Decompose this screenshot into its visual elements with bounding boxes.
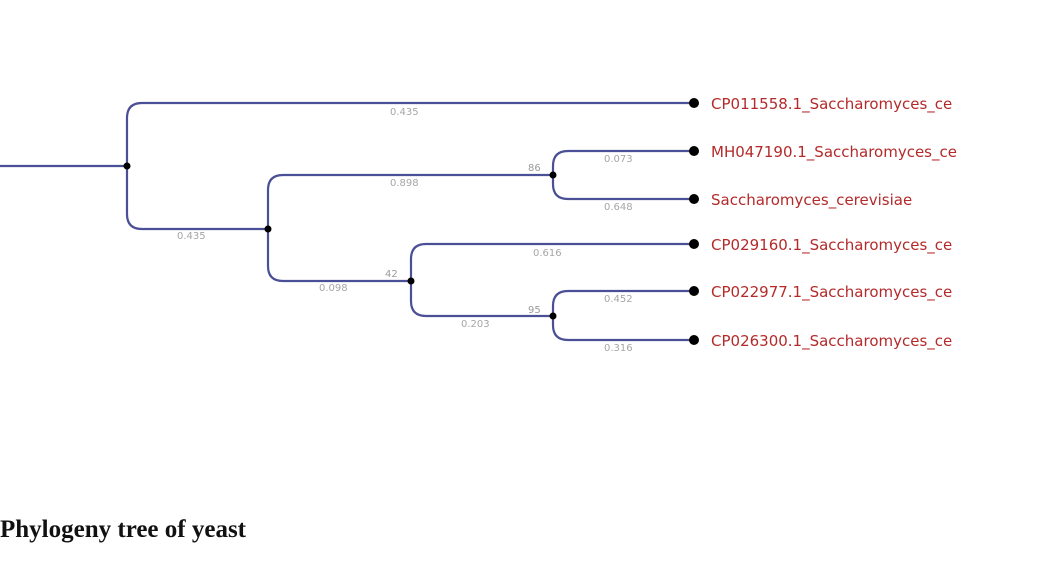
branch-length-leaf-1: 0.435	[390, 107, 419, 118]
branch-leaf-1	[125, 101, 696, 168]
node-clade-d	[549, 312, 557, 320]
leaf-marker-4	[689, 239, 699, 249]
support-clade-c: 42	[385, 269, 398, 280]
branch-leaf-5	[551, 289, 696, 318]
branch-length-leaf-6: 0.316	[604, 343, 633, 354]
leaf-label-5: CP022977.1_Saccharomyces_ce	[711, 283, 952, 302]
branch-leaf-2	[551, 149, 696, 177]
branch-length-clade-a: 0.435	[177, 231, 206, 242]
branch-length-leaf-5: 0.452	[604, 294, 633, 305]
branch-length-leaf-4: 0.616	[533, 248, 562, 259]
leaf-marker-2	[689, 146, 699, 156]
leaf-label-1: CP011558.1_Saccharomyces_ce	[711, 95, 952, 114]
leaf-label-3: Saccharomyces_cerevisiae	[711, 191, 912, 210]
leaf-label-6: CP026300.1_Saccharomyces_ce	[711, 332, 952, 351]
branch-clade-d	[409, 279, 555, 318]
support-clade-d: 95	[528, 305, 541, 316]
leaf-marker-6	[689, 335, 699, 345]
leaf-label-4: CP029160.1_Saccharomyces_ce	[711, 236, 952, 255]
branch-clade-a	[125, 164, 270, 231]
support-clade-b: 86	[528, 163, 541, 174]
branch-length-clade-c: 0.098	[319, 283, 348, 294]
branch-leaf-4	[409, 242, 696, 283]
leaf-marker-3	[689, 194, 699, 204]
branch-length-clade-d: 0.203	[461, 319, 490, 330]
node-clade-b	[549, 171, 557, 179]
branch-leaf-6	[551, 314, 696, 342]
leaf-label-2: MH047190.1_Saccharomyces_ce	[711, 143, 957, 162]
node-root	[123, 162, 131, 170]
leaf-marker-1	[689, 98, 699, 108]
figure-caption: Phylogeny tree of yeast	[0, 516, 247, 543]
node-clade-a	[264, 225, 272, 233]
node-clade-c	[407, 277, 415, 285]
leaf-marker-5	[689, 286, 699, 296]
branch-clade-b	[266, 173, 555, 231]
branch-length-leaf-3: 0.648	[604, 202, 633, 213]
branch-clade-c	[266, 227, 413, 283]
branch-leaf-3	[551, 173, 696, 201]
branch-length-leaf-2: 0.073	[604, 154, 633, 165]
branch-length-clade-b: 0.898	[390, 178, 419, 189]
